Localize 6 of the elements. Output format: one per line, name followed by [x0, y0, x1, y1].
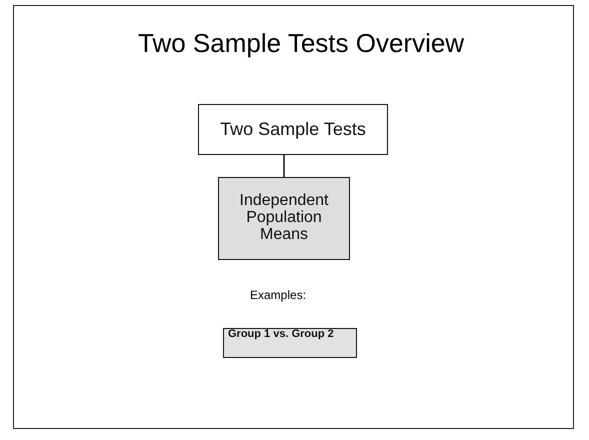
section-label: Examples: — [250, 288, 306, 302]
process-box: Two Sample Tests — [198, 104, 388, 155]
process-box: Independent Population Means — [218, 177, 350, 260]
connector-line — [283, 155, 285, 177]
example-box: Group 1 vs. Group 2 — [223, 328, 357, 358]
title: Two Sample Tests Overview — [138, 28, 464, 59]
